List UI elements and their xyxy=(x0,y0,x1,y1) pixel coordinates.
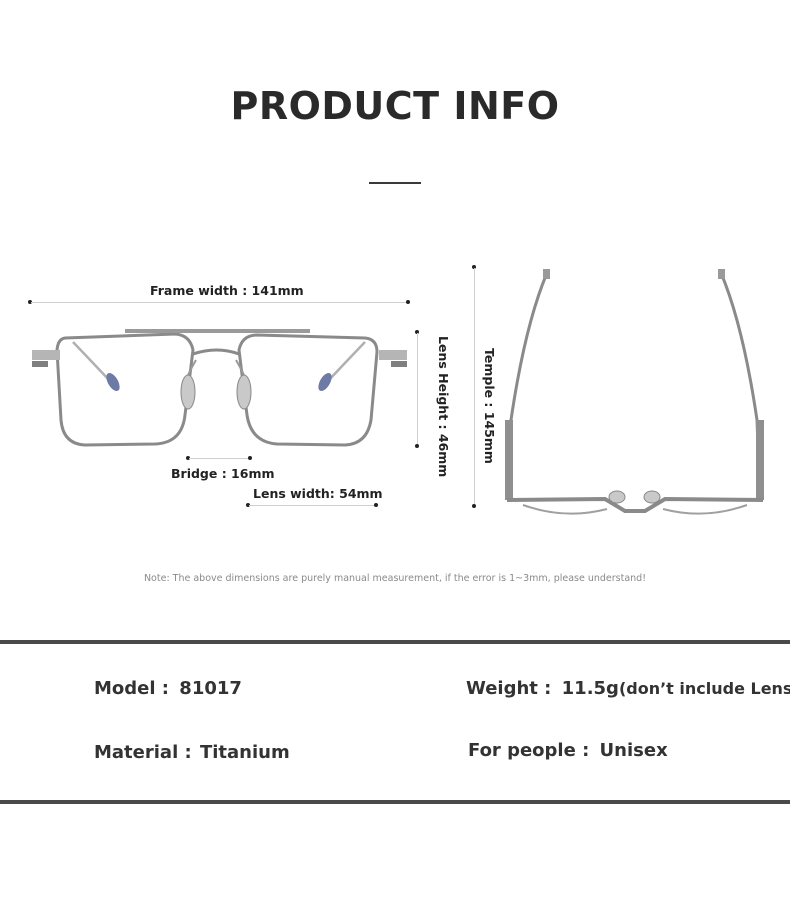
weight-note: (don’t include Lens) xyxy=(618,679,790,698)
frame-width-end-dot xyxy=(406,300,410,304)
specs-top-rule xyxy=(0,640,790,644)
frame-width-start-dot xyxy=(28,300,32,304)
temple-top-dot xyxy=(472,265,476,269)
material-value: Titanium xyxy=(199,742,290,763)
lens-width-line xyxy=(249,505,375,506)
lens-height-line xyxy=(417,333,418,445)
frame-width-label: Frame width : 141mm xyxy=(150,283,304,298)
lens-width-start-dot xyxy=(246,503,250,507)
spec-people: For people : Unisex xyxy=(468,740,668,761)
spec-model: Model : 81017 xyxy=(94,678,242,699)
glasses-top-image xyxy=(505,269,764,515)
title-divider xyxy=(369,182,421,184)
glasses-front-image xyxy=(32,329,407,447)
frame-width-line xyxy=(31,302,407,303)
weight-value: 11.5g xyxy=(561,678,619,699)
temple-bottom-dot xyxy=(472,504,476,508)
lens-height-label: Lens Height : 46mm xyxy=(436,336,451,478)
spec-material: Material : Titanium xyxy=(94,742,290,763)
people-label: For people : xyxy=(468,740,590,761)
lens-height-top-dot xyxy=(415,330,419,334)
measurement-note: Note: The above dimensions are purely ma… xyxy=(143,573,647,584)
bridge-end-dot xyxy=(248,456,252,460)
weight-label: Weight : xyxy=(466,678,552,699)
specs-bottom-rule xyxy=(0,800,790,804)
material-label: Material : xyxy=(94,742,192,763)
temple-line xyxy=(474,268,475,506)
bridge-start-dot xyxy=(186,456,190,460)
bridge-label: Bridge : 16mm xyxy=(171,466,275,481)
people-value: Unisex xyxy=(599,740,668,761)
bridge-line xyxy=(189,458,249,459)
model-label: Model : xyxy=(94,678,170,699)
lens-width-end-dot xyxy=(374,503,378,507)
lens-width-label: Lens width: 54mm xyxy=(253,486,383,501)
spec-weight: Weight : 11.5g(don’t include Lens) xyxy=(466,678,790,699)
lens-height-bottom-dot xyxy=(415,444,419,448)
model-value: 81017 xyxy=(179,678,242,699)
page-title: PRODUCT INFO xyxy=(230,84,560,128)
